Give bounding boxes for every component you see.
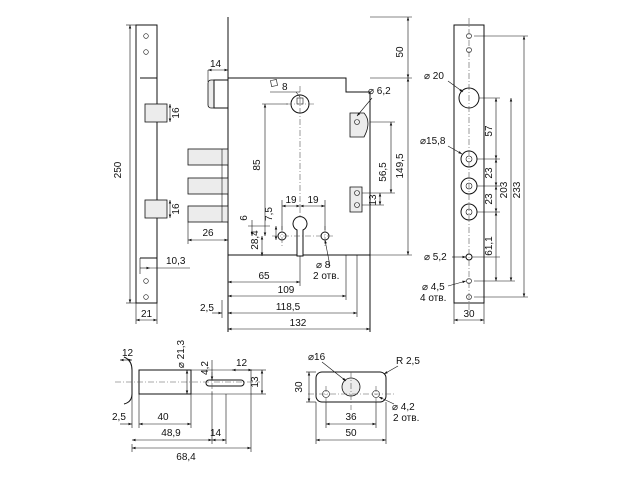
side-bolt-bottom [144, 199, 168, 219]
dim-14: 14 [210, 59, 222, 70]
cyl-dim-50: 50 [345, 428, 357, 439]
bolt-2 [187, 177, 229, 195]
cyl-dim-36: 36 [345, 412, 357, 423]
dim-250: 250 [113, 161, 124, 178]
latch-dim-40: 40 [157, 412, 169, 423]
latch-dim-48-9: 48,9 [161, 428, 181, 439]
dim-65: 65 [258, 271, 270, 282]
dim-7-5: 7,5 [264, 207, 275, 221]
cyl-dim-diam-16: ⌀16 [308, 352, 326, 363]
face-plate [453, 24, 485, 304]
dim-16-top: 16 [171, 107, 182, 119]
bolt-3 [187, 205, 229, 223]
dim-28-4: 28,4 [250, 230, 261, 250]
latch-detail: 12 ⌀ 21,3 4,2 12 13 2,5 40 48,9 14 [112, 339, 266, 463]
dim-plate-203: 203 [499, 181, 510, 198]
dim-16-bottom: 16 [171, 203, 182, 215]
dim-plate-diam-20: ⌀ 20 [424, 71, 444, 82]
dim-109: 109 [278, 285, 295, 296]
latch-dim-14: 14 [210, 428, 222, 439]
side-view: 250 16 16 10,3 21 [113, 24, 190, 324]
dim-132: 132 [290, 318, 307, 329]
dim-10-3: 10,3 [166, 256, 186, 267]
dim-holes-count: 2 отв. [313, 271, 339, 282]
dim-2-5: 2,5 [200, 303, 214, 314]
dim-plate-57: 57 [484, 125, 495, 137]
cyl-dim-r-2-5: R 2,5 [396, 356, 420, 367]
cyl-dim-diam-4-2: ⌀ 4,2 [392, 402, 415, 413]
dim-19-right: 19 [307, 195, 319, 206]
latch-dim-68-4: 68,4 [176, 452, 196, 463]
dim-13: 13 [368, 194, 379, 206]
dim-plate-23-b: 23 [484, 193, 495, 205]
right-hook-top [349, 112, 369, 138]
latch-head [123, 356, 133, 405]
latch-dim-12: 12 [122, 348, 134, 359]
dim-118-5: 118,5 [276, 302, 301, 313]
dim-6: 6 [239, 215, 250, 221]
dim-diam-8: ⌀ 8 [316, 260, 331, 271]
dim-21: 21 [141, 309, 153, 320]
latch-dim-4-2: 4,2 [200, 361, 211, 375]
dim-plate-61-1: 61,1 [484, 236, 495, 256]
front-view: 50 14 8 ⌀ 6,2 85 56,5 149,5 13 19 [187, 16, 412, 332]
dim-plate-holes-count: 4 отв. [420, 293, 446, 304]
dim-plate-233: 233 [512, 181, 523, 198]
cylinder-hole [292, 216, 308, 257]
dim-plate-diam-4-5: ⌀ 4,5 [422, 282, 445, 293]
bolt-1 [187, 148, 229, 166]
cyl-dim-holes-count: 2 отв. [393, 413, 419, 424]
side-faceplate [135, 24, 158, 304]
dim-19-left: 19 [285, 195, 297, 206]
latch-slot [205, 379, 245, 387]
face-plate-view: ⌀ 20 ⌀15,8 ⌀ 5,2 ⌀ 4,5 4 отв. 57 23 23 6… [420, 18, 528, 324]
dim-plate-23-a: 23 [484, 167, 495, 179]
dim-square-8: 8 [282, 82, 288, 93]
right-hook-bottom [349, 186, 363, 213]
lock-body [227, 17, 371, 256]
dim-149-5: 149,5 [395, 153, 406, 178]
latch-dim-13: 13 [250, 376, 261, 388]
dim-diam-6-2: ⌀ 6,2 [368, 86, 391, 97]
dim-85: 85 [252, 159, 263, 171]
side-body [140, 77, 158, 259]
cyl-dim-30: 30 [294, 381, 305, 393]
latch-dim-diam-21-3: ⌀ 21,3 [176, 339, 187, 368]
dim-50-top: 50 [395, 46, 406, 58]
latch-dim-12-slot: 12 [236, 358, 248, 369]
cylinder-plate-detail: ⌀16 R 2,5 30 36 50 ⌀ 4,2 2 отв. [294, 352, 420, 444]
dim-26: 26 [202, 228, 214, 239]
side-bolt-top [144, 103, 168, 123]
dim-plate-diam-15-8: ⌀15,8 [420, 136, 446, 147]
dim-56-5: 56,5 [378, 162, 389, 182]
dim-plate-30: 30 [463, 309, 475, 320]
latch-dim-2-5: 2,5 [112, 412, 126, 423]
dim-plate-diam-5-2: ⌀ 5,2 [424, 252, 447, 263]
